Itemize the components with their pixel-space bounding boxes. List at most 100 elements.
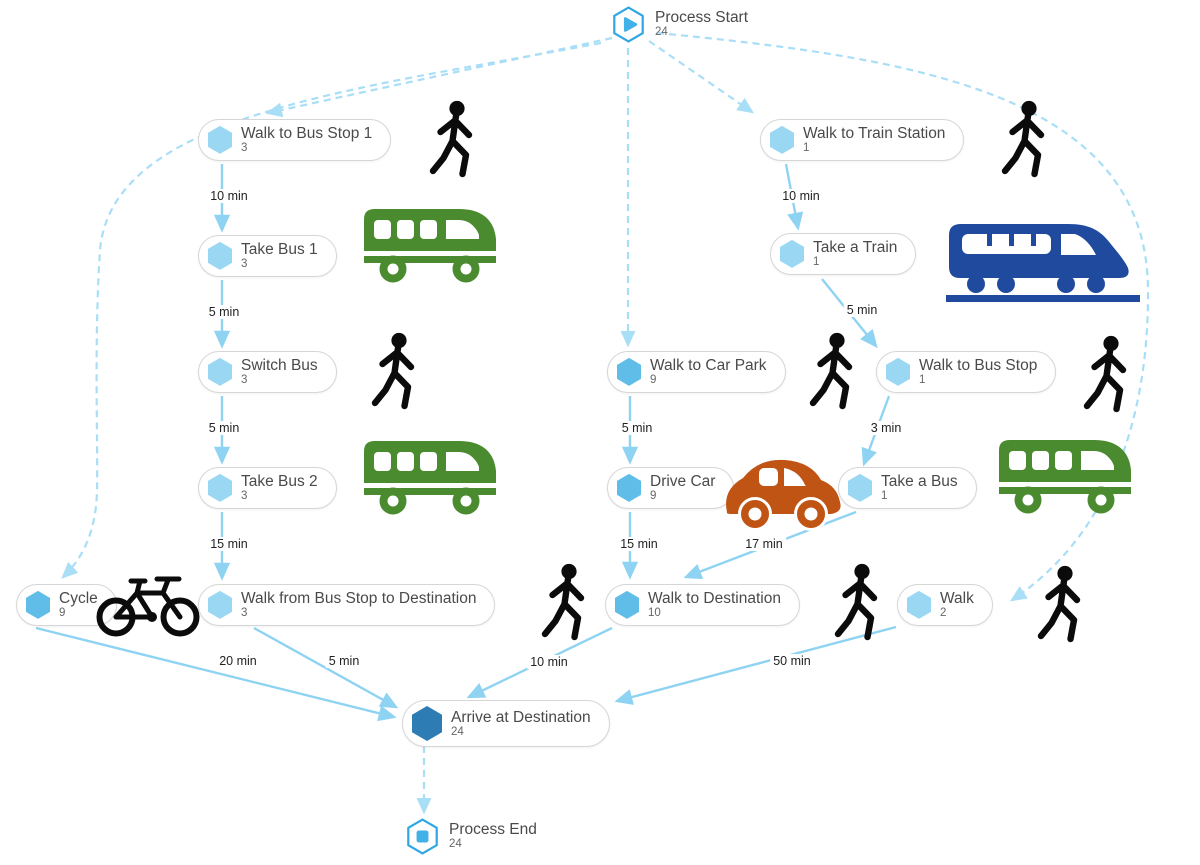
- bus-icon: [997, 437, 1133, 521]
- edge-duration-label: 10 min: [527, 655, 571, 669]
- edge-start-to-cycle: [61, 41, 602, 579]
- process-end-label: Process End: [449, 821, 537, 838]
- hexagon-icon: [617, 473, 641, 502]
- activity-count: 3: [241, 142, 248, 155]
- edge-duration-label: 17 min: [742, 537, 786, 551]
- activity-count: 2: [940, 607, 947, 620]
- edge-duration-label: 5 min: [843, 303, 881, 317]
- activity-label: Take Bus 1: [241, 241, 318, 258]
- train-icon: [946, 221, 1140, 303]
- hexagon-icon: [617, 357, 641, 386]
- activity-label: Switch Bus: [241, 357, 318, 374]
- bus-icon: [362, 206, 498, 290]
- activity-label: Cycle: [59, 590, 98, 607]
- activity-count: 1: [881, 490, 888, 503]
- activity-count: 9: [59, 607, 66, 620]
- activity-count: 3: [241, 490, 248, 503]
- hexagon-icon: [208, 357, 232, 386]
- hexagon-icon: [208, 125, 232, 154]
- edge-start-to-walk-to-train-station: [648, 40, 755, 114]
- edge-cycle-arrive: [35, 626, 397, 722]
- walking-person-icon: [1036, 565, 1088, 643]
- process-start-label: Process Start: [655, 9, 749, 26]
- edge-duration-label: 5 min: [618, 421, 656, 435]
- hexagon-icon: [208, 473, 232, 502]
- bicycle-icon: [96, 566, 200, 638]
- activity-count: 3: [241, 607, 248, 620]
- stop-icon: [406, 818, 439, 860]
- edge-duration-label: 20 min: [216, 654, 260, 668]
- hexagon-icon: [615, 590, 639, 619]
- edge-duration-label: 15 min: [617, 537, 661, 551]
- edge-duration-label: 10 min: [207, 189, 251, 203]
- edge-duration-label: 5 min: [205, 421, 243, 435]
- activity-label: Walk from Bus Stop to Destination: [241, 590, 477, 607]
- edge-duration-label: 3 min: [867, 421, 905, 435]
- activity-count: 3: [241, 374, 248, 387]
- activity-count: 24: [451, 725, 464, 738]
- hexagon-icon: [208, 590, 232, 619]
- edge-duration-label: 50 min: [770, 654, 814, 668]
- activity-count: 3: [241, 258, 248, 271]
- edge-walk-arrive: [614, 625, 897, 705]
- activity-label: Drive Car: [650, 473, 716, 490]
- car-icon: [718, 448, 846, 538]
- activity-count: 1: [803, 142, 810, 155]
- activity-count: 9: [650, 374, 657, 387]
- edge-duration-label: 15 min: [207, 537, 251, 551]
- hexagon-icon: [848, 473, 872, 502]
- hexagon-icon: [770, 125, 794, 154]
- activity-label: Take a Train: [813, 239, 898, 256]
- walking-person-icon: [540, 563, 592, 641]
- activity-count: 9: [650, 490, 657, 503]
- hexagon-icon: [886, 357, 910, 386]
- activity-label: Walk to Car Park: [650, 357, 767, 374]
- walking-person-icon: [833, 563, 885, 641]
- process-start-node[interactable]: Process Start 24: [612, 6, 748, 48]
- walking-person-icon: [370, 332, 422, 410]
- process-end-node[interactable]: Process End 24: [406, 818, 537, 860]
- activity-label: Walk to Train Station: [803, 125, 946, 142]
- process-end-count: 24: [449, 838, 462, 851]
- walking-person-icon: [808, 332, 860, 410]
- walking-person-icon: [1082, 335, 1134, 413]
- hexagon-icon: [907, 590, 931, 619]
- bus-icon: [362, 438, 498, 522]
- activity-count: 1: [813, 256, 820, 269]
- activity-label: Take Bus 2: [241, 473, 318, 490]
- activity-label: Walk to Bus Stop: [919, 357, 1038, 374]
- edge-duration-label: 5 min: [325, 654, 363, 668]
- edge-duration-label: 5 min: [205, 305, 243, 319]
- hexagon-icon: [26, 590, 50, 619]
- activity-label: Take a Bus: [881, 473, 958, 490]
- walking-person-icon: [428, 100, 480, 178]
- activity-label: Walk to Destination: [648, 590, 781, 607]
- process-start-count: 24: [655, 26, 668, 39]
- activity-label: Walk to Bus Stop 1: [241, 125, 373, 142]
- activity-label: Arrive at Destination: [451, 708, 591, 726]
- activity-count: 1: [919, 374, 926, 387]
- hexagon-icon: [780, 239, 804, 268]
- edge-duration-label: 10 min: [779, 189, 823, 203]
- hexagon-icon: [208, 241, 232, 270]
- play-icon: [612, 6, 645, 48]
- activity-count: 10: [648, 607, 661, 620]
- activity-label: Walk: [940, 590, 974, 607]
- edge-walk-from-bus-stop-arrive: [253, 626, 399, 709]
- hexagon-icon: [412, 706, 442, 741]
